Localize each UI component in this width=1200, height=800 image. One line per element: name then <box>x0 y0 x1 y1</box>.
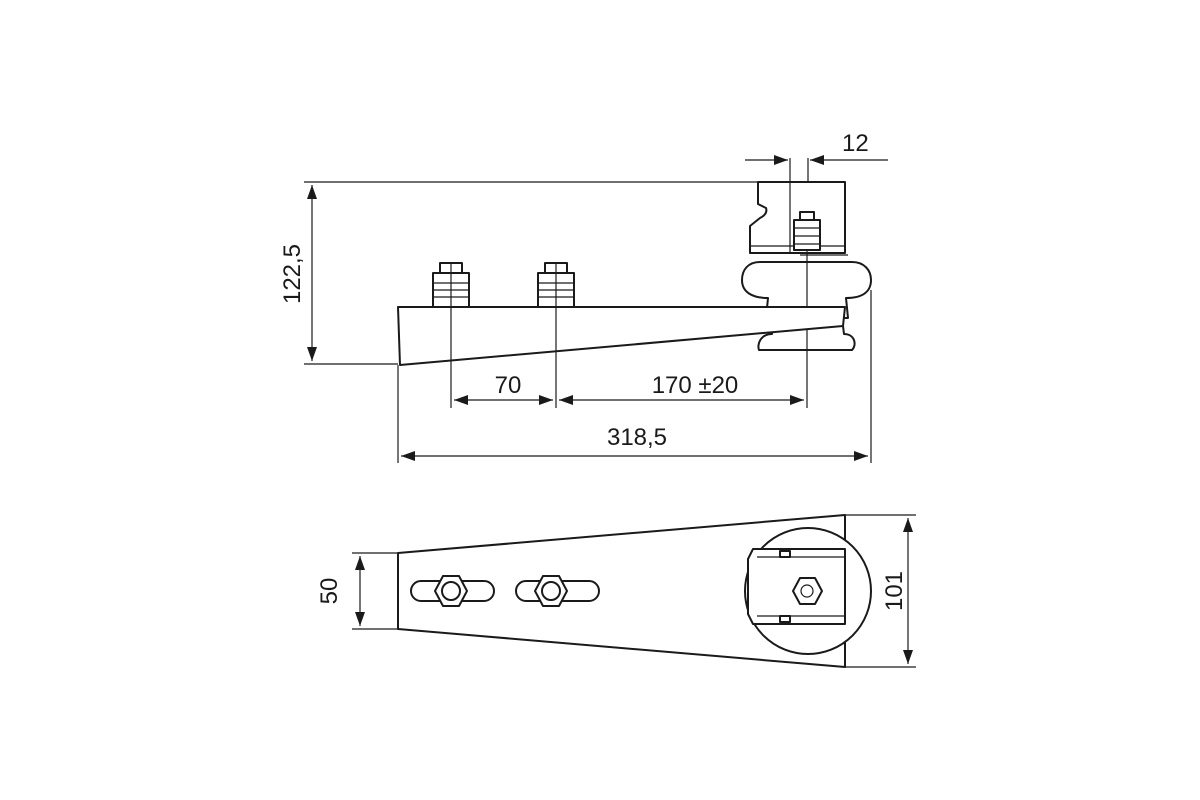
dim-50-label: 50 <box>316 578 343 605</box>
side-view: 12 122,5 70 170 ±20 318,5 <box>279 130 888 463</box>
dim-101: 101 <box>845 514 916 668</box>
clamp-bolt <box>793 211 821 408</box>
dim-101-label: 101 <box>881 571 908 611</box>
slot-2 <box>515 575 600 607</box>
dim-12-label: 12 <box>842 130 869 157</box>
dim-50: 50 <box>316 552 398 630</box>
top-view: 50 101 <box>316 514 916 668</box>
tapered-bar <box>397 306 846 366</box>
dim-70: 70 <box>450 307 557 408</box>
dim-122-5: 122,5 <box>279 181 758 365</box>
slot-1 <box>410 575 495 607</box>
clamp-block <box>749 158 848 256</box>
dim-70-label: 70 <box>495 372 522 399</box>
dim-318-5: 318,5 <box>397 290 872 463</box>
dim-170-label: 170 ±20 <box>652 372 739 399</box>
dim-122-5-label: 122,5 <box>279 244 306 304</box>
bolt-1 <box>432 262 470 308</box>
dim-318-5-label: 318,5 <box>607 424 667 451</box>
bolt-2 <box>537 262 575 308</box>
clamp-top-block <box>747 548 846 625</box>
dim-12: 12 <box>745 130 888 165</box>
dim-170: 170 ±20 <box>559 372 804 405</box>
